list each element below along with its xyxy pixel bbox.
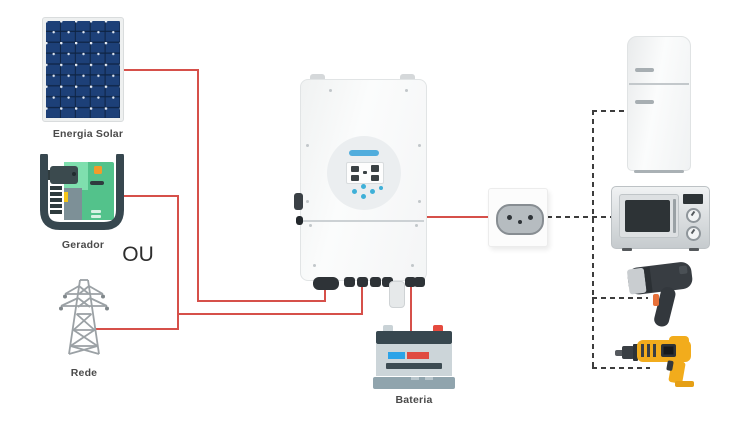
inverter-button-enter <box>379 186 383 190</box>
inverter-button-right <box>370 189 375 194</box>
wire-solar-horizontal <box>122 69 199 71</box>
refrigerator-freezer-handle <box>635 68 654 72</box>
battery-label-dark-stripe <box>386 363 442 369</box>
power-tower-icon <box>59 279 109 355</box>
grid-label: Rede <box>70 367 98 379</box>
inverter-side-port <box>296 216 303 225</box>
inverter-brand-logo <box>349 150 379 156</box>
inverter-connector-4 <box>382 277 393 287</box>
wire-trunk-vertical <box>177 195 179 330</box>
inverter-pv-connector <box>313 277 339 290</box>
dashed-to-drill <box>592 367 650 369</box>
dashed-outlet-to-microwave <box>547 216 612 218</box>
hair-dryer-icon <box>627 262 693 327</box>
battery-icon <box>373 323 455 389</box>
microwave-icon <box>611 186 710 251</box>
refrigerator-door-seam <box>629 83 689 85</box>
microwave-door-handle <box>673 199 676 233</box>
microwave-door <box>619 194 679 238</box>
battery-top <box>376 331 452 344</box>
dashed-to-refrigerator <box>592 110 627 112</box>
inverter-display-panel <box>327 136 401 210</box>
battery-terminal-negative <box>383 325 393 333</box>
inverter-connector-1 <box>344 277 355 287</box>
battery-terminal-positive <box>433 325 443 333</box>
inverter-connector-2 <box>357 277 368 287</box>
refrigerator-icon <box>627 36 691 173</box>
inverter-button-up <box>361 184 366 189</box>
inverter-seam <box>303 220 424 222</box>
wire-inverter-to-outlet <box>424 216 488 218</box>
microwave-knob-bottom <box>685 226 701 241</box>
microwave-knob-top <box>685 208 701 223</box>
generator-icon <box>40 154 124 230</box>
battery-base <box>373 377 455 389</box>
battery-label-blue-stripe <box>388 352 405 359</box>
dashed-trunk-vertical <box>592 110 594 369</box>
inverter-body <box>294 79 427 281</box>
inverter-wifi-dongle <box>389 281 405 308</box>
battery-label: Bateria <box>395 394 433 406</box>
inverter-connector-6 <box>414 277 425 287</box>
inverter-icon <box>294 74 427 309</box>
inverter-mount-tab-right <box>400 74 415 82</box>
inverter-button-down <box>361 194 366 199</box>
inverter-connector-5 <box>405 277 416 287</box>
wire-solar-to-inverter <box>197 300 326 302</box>
battery-body <box>376 344 452 376</box>
outlet-socket <box>496 204 544 235</box>
inverter-mount-tab-left <box>310 74 325 82</box>
microwave-window <box>625 200 670 232</box>
drill-icon <box>615 336 694 387</box>
wire-branch-vertical <box>361 284 363 315</box>
battery-label-red-stripe <box>407 352 429 359</box>
or-label: OU <box>122 243 154 266</box>
inverter-side-switch <box>294 193 303 210</box>
inverter-connector-3 <box>370 277 381 287</box>
solar-panel-icon <box>42 17 124 122</box>
solar-panel-label: Energia Solar <box>52 128 124 140</box>
wire-generator-horizontal <box>120 195 179 197</box>
refrigerator-base <box>634 170 684 173</box>
dashed-to-hair-dryer <box>592 297 648 299</box>
wire-solar-vertical <box>197 69 199 302</box>
wire-solar-stub <box>324 288 326 302</box>
microwave-control-panel <box>682 194 704 241</box>
refrigerator-door-handle <box>635 100 654 104</box>
outlet-icon <box>488 188 548 247</box>
inverter-button-left <box>352 189 357 194</box>
microwave-display <box>683 194 703 204</box>
wire-grid-horizontal <box>95 328 179 330</box>
wire-inverter-to-battery <box>410 284 412 333</box>
generator-label: Gerador <box>61 239 105 251</box>
wire-branch-to-inverter <box>177 313 363 315</box>
inverter-lcd-screen <box>346 162 384 184</box>
microwave-foot-right <box>689 248 699 251</box>
microwave-foot-left <box>622 248 632 251</box>
